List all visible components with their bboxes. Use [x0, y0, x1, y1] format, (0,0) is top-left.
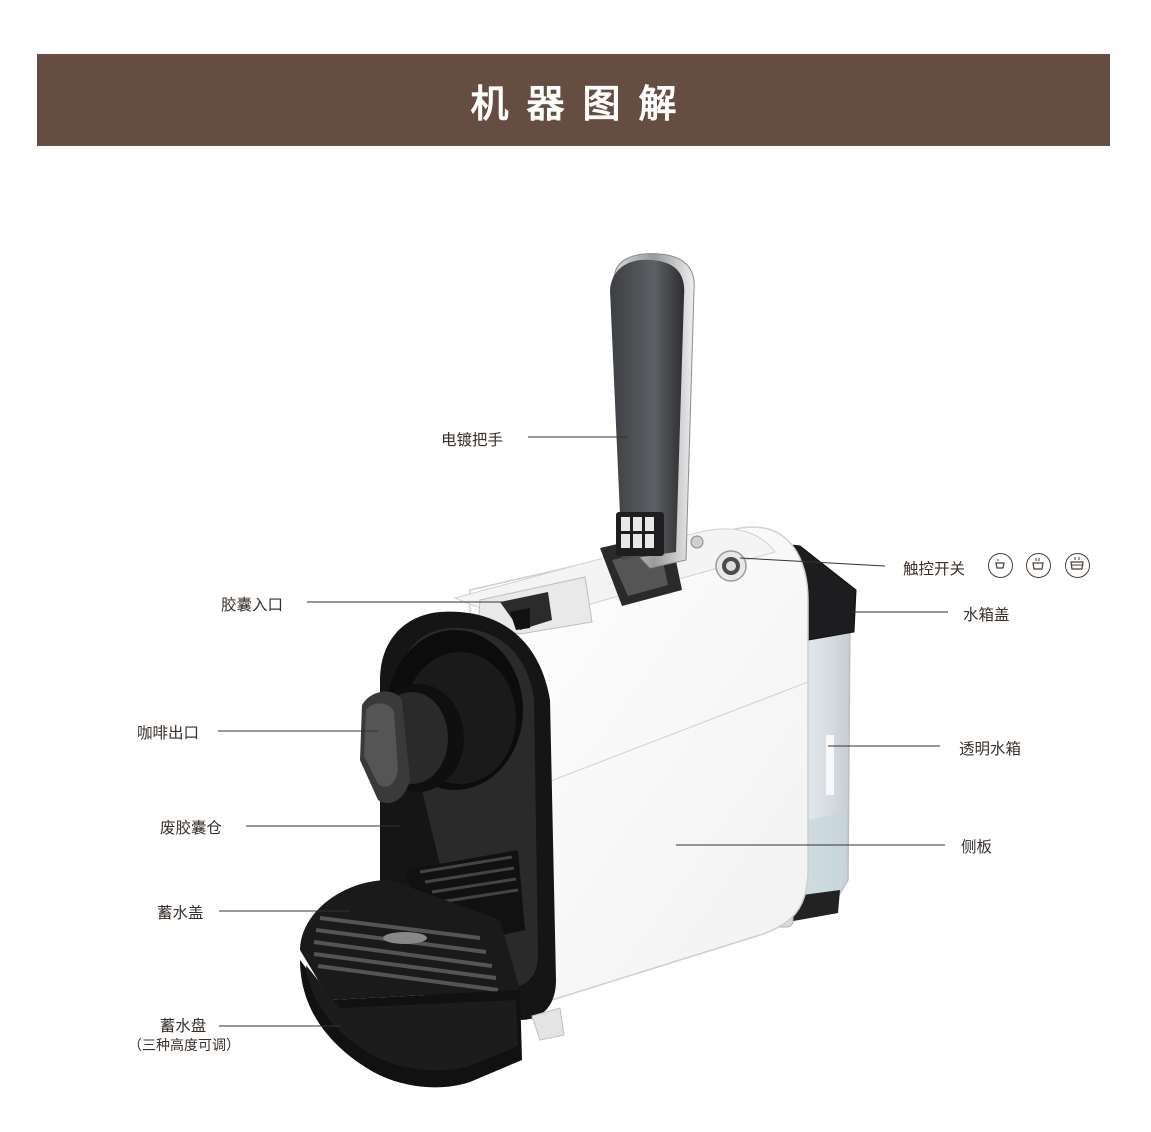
header-banner: 机器图解: [37, 54, 1110, 146]
label-drip-tray: 蓄水盘 （三种高度可调）: [128, 1016, 240, 1056]
label-coffee-outlet: 咖啡出口: [137, 724, 200, 742]
chrome-handle: [610, 253, 695, 569]
label-drip-tray-name: 蓄水盘: [159, 1017, 207, 1035]
label-drip-cover: 蓄水盖: [157, 904, 204, 922]
leader-lines: [218, 436, 948, 1027]
drip-tray-assembly: [300, 850, 565, 1088]
label-capsule-inlet: 胶囊入口: [221, 596, 284, 614]
label-tank-lid: 水箱盖: [963, 606, 1010, 624]
label-drip-tray-note: （三种高度可调）: [128, 1038, 240, 1054]
label-waste-bin: 废胶囊仓: [160, 819, 223, 837]
label-touch-switch: 触控开关: [903, 560, 966, 578]
large-cup-icon: [1065, 553, 1090, 578]
label-transparent-tank: 透明水箱: [959, 740, 1022, 758]
page-title: 机器图解: [470, 81, 695, 126]
label-side-panel: 侧板: [961, 838, 993, 856]
label-handle: 电镀把手: [441, 431, 504, 449]
medium-cup-icon: [1026, 553, 1051, 578]
small-cup-icon: [988, 553, 1013, 578]
